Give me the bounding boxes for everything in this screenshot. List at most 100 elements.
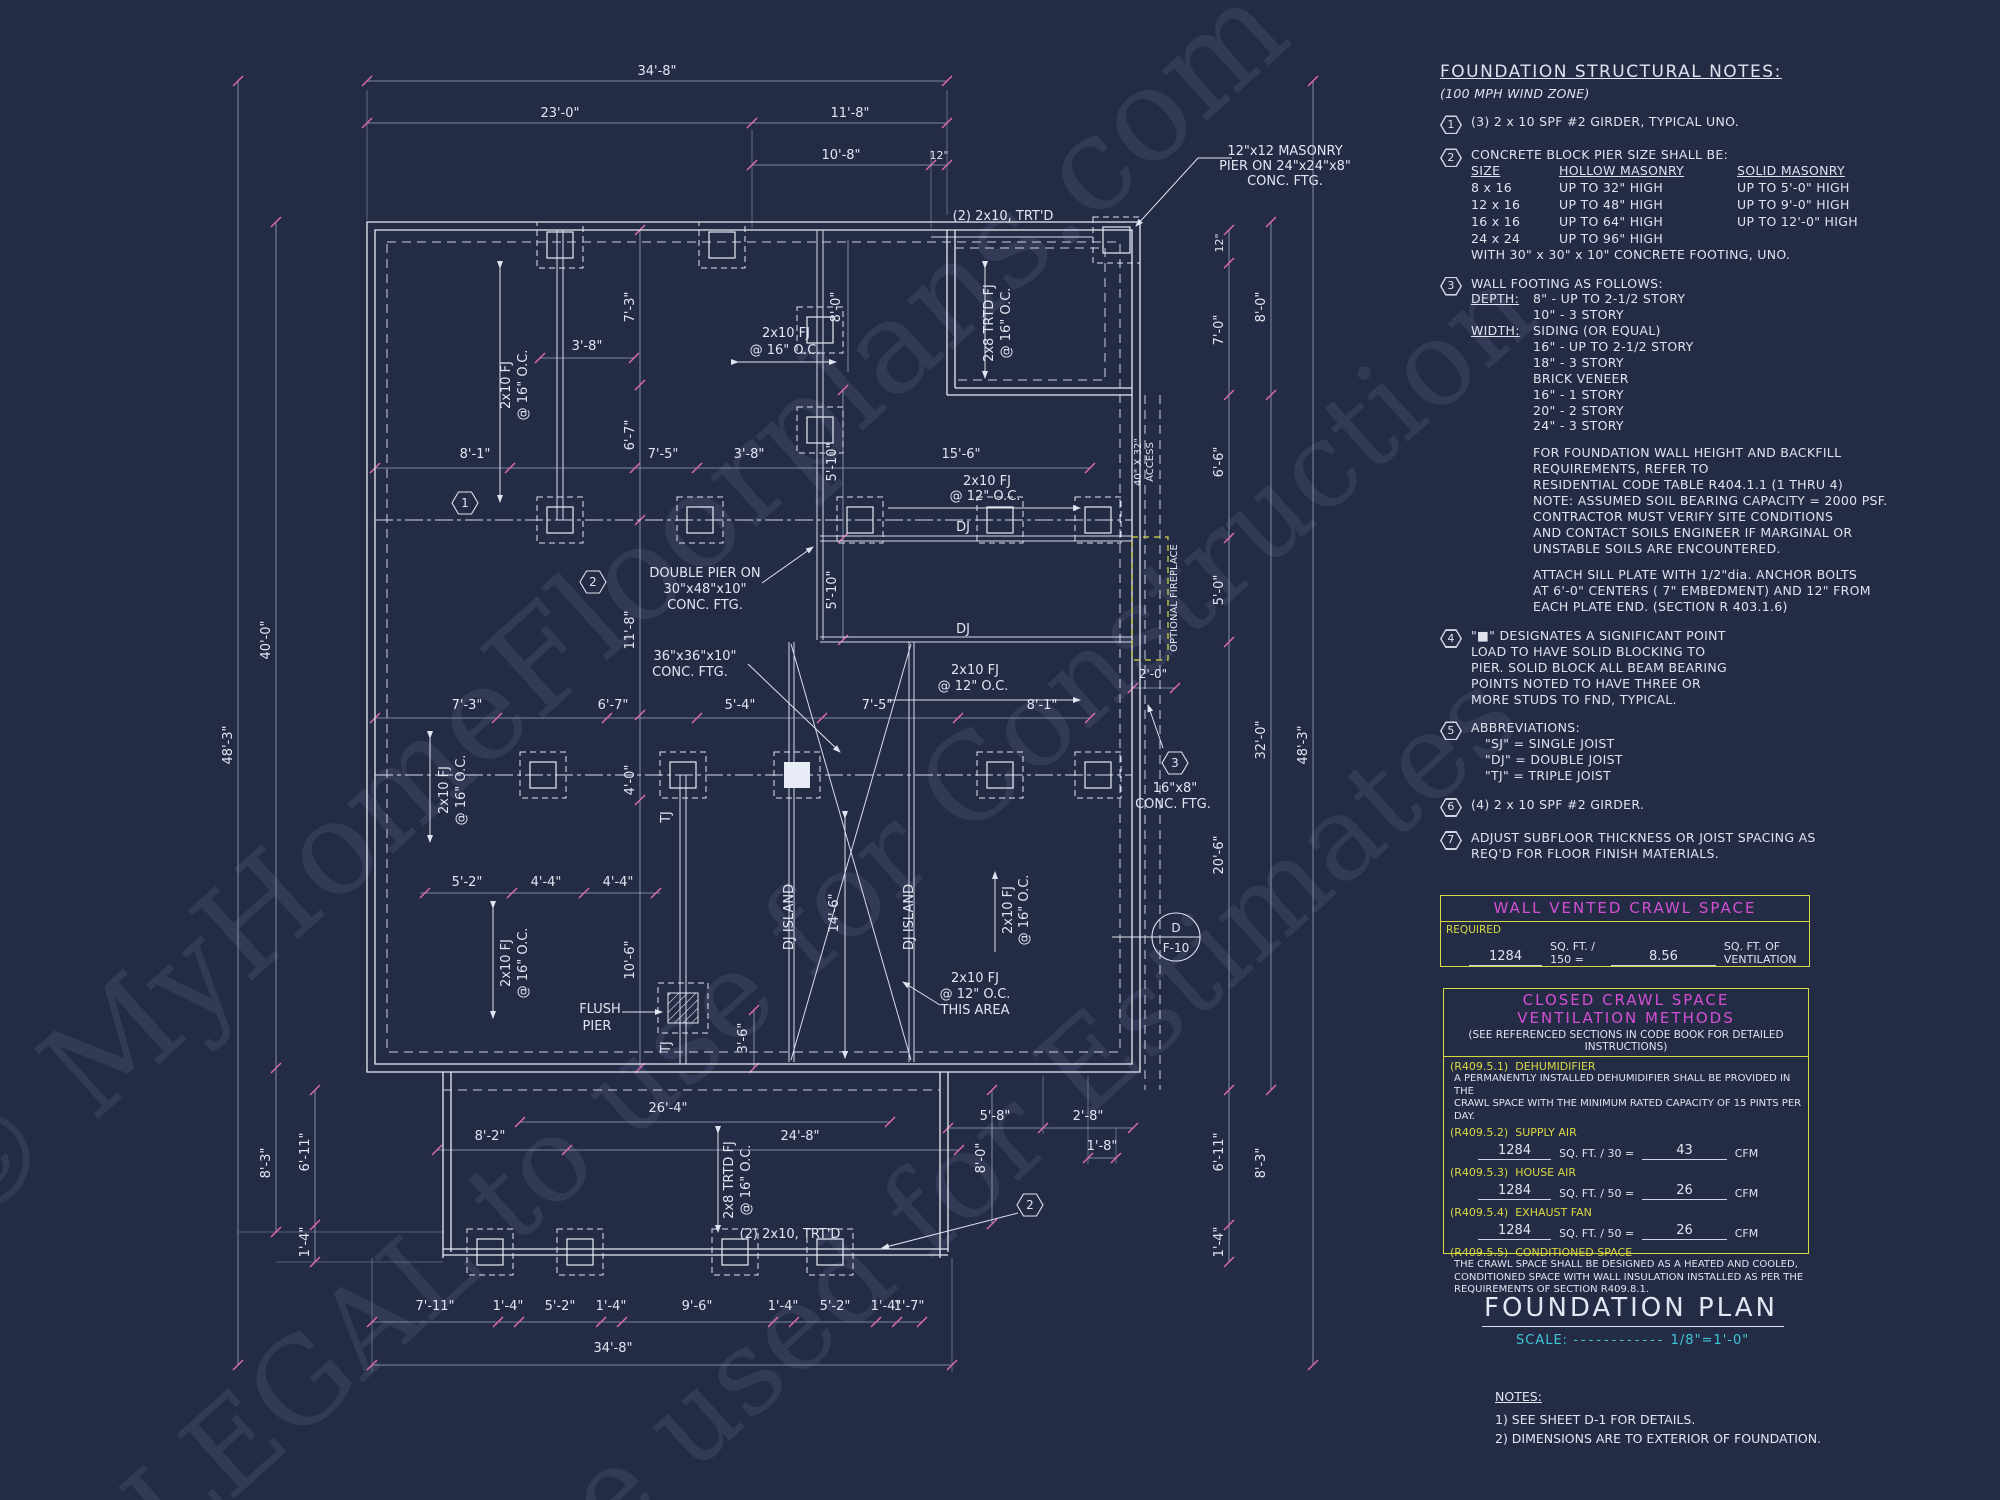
- section-exhaust-fan: (R409.5.4) EXHAUST FAN 1284 SQ. FT. / 50…: [1450, 1206, 1759, 1240]
- plan-label: 2x10 FJ: [1001, 886, 1016, 934]
- plan-label: 7'-3": [452, 698, 483, 713]
- plan-label: PIER ON 24"x24"x8": [1219, 159, 1351, 174]
- plan-label: CONC. FTG.: [667, 598, 743, 613]
- plan-label: @ 16" O.C.: [750, 343, 821, 358]
- plan-label: CONC. FTG.: [652, 665, 728, 680]
- plan-label: 2x10 FJ: [762, 326, 810, 341]
- plan-label: 8'-0": [829, 292, 844, 323]
- plan-label: 10'-8": [821, 148, 860, 163]
- hex-marker: [1161, 751, 1189, 775]
- plan-label: 9'-6": [682, 1299, 713, 1314]
- plan-label: 23'-0": [540, 106, 579, 121]
- required-label: REQUIRED: [1446, 924, 1501, 936]
- plan-label: 15'-6": [941, 447, 980, 462]
- scale-line: SCALE: ------------ 1/8"=1'-0": [1516, 1333, 1750, 1348]
- plan-label: 6'-7": [623, 420, 638, 451]
- plan-label: 1'-4": [298, 1227, 313, 1258]
- plan-label: 4'-4": [531, 875, 562, 890]
- dimension-lines: [237, 80, 1314, 1372]
- plan-label: 5'-10": [825, 570, 840, 609]
- plan-label: 7'-3": [623, 292, 638, 323]
- plan-label: DJ: [956, 520, 970, 535]
- plan-label: 2x10 FJ: [963, 474, 1011, 489]
- hex-marker: [579, 570, 607, 594]
- plan-label: 14'-6": [827, 893, 842, 932]
- note-text: (4) 2 x 10 SPF #2 GIRDER.: [1471, 796, 1645, 812]
- plan-label: 40'-0": [259, 620, 274, 659]
- plan-label: ACCESS: [1145, 442, 1156, 482]
- pier-size-table: SIZE HOLLOW MASONRY SOLID MASONRY 8 x 16…: [1471, 163, 1858, 246]
- plan-label: 5'-10": [825, 442, 840, 481]
- plan-label: @ 12" O.C.: [950, 489, 1021, 504]
- note-7: 7 ADJUST SUBFLOOR THICKNESS OR JOIST SPA…: [1440, 830, 2000, 862]
- plan-label: (2) 2x10, TRT'D: [953, 209, 1054, 224]
- foundation-walls: [366, 221, 1169, 1258]
- ventilation-formula: 1284 SQ. FT. / 150 = 8.56 SQ. FT. OF VEN…: [1469, 940, 1809, 966]
- detail-marker-top: D: [1171, 921, 1180, 935]
- plan-label: 34'-8": [637, 64, 676, 79]
- plan-label: DOUBLE PIER ON: [649, 566, 760, 581]
- plan-label: 48'-3": [1296, 725, 1311, 764]
- plan-label: 4'-4": [603, 875, 634, 890]
- plan-label: 1'-8": [1087, 1139, 1118, 1154]
- note-number-hex: 4: [1440, 629, 1462, 649]
- plan-label: 24'-8": [780, 1129, 819, 1144]
- plan-label: @ 16" O.C.: [454, 755, 469, 826]
- plan-label: 5'-0": [1212, 575, 1227, 606]
- plan-label: FLUSH: [579, 1002, 621, 1017]
- plan-label: 2x10 FJ: [951, 663, 999, 678]
- structural-notes-panel: FOUNDATION STRUCTURAL NOTES: (100 MPH WI…: [1440, 62, 2000, 875]
- plan-label: 36"x36"x10": [654, 649, 737, 664]
- plan-label: 5'-2": [452, 875, 483, 890]
- detail-marker-bottom: F-10: [1163, 941, 1190, 955]
- plan-label: 10'-6": [623, 940, 638, 979]
- note-text: ADJUST SUBFLOOR THICKNESS OR JOIST SPACI…: [1471, 829, 1816, 861]
- plan-label: TJ: [659, 811, 674, 824]
- plan-label: 48'-3": [221, 725, 236, 764]
- plan-label: 1'-4": [871, 1299, 902, 1314]
- plan-label: 6'-11": [1212, 1132, 1227, 1171]
- note-number-hex: 5: [1440, 721, 1462, 741]
- title-block: FOUNDATION PLAN SCALE: ------------ 1/8"…: [1468, 1293, 1888, 1348]
- leader-lines: [622, 157, 1232, 1250]
- note-4: 4 "■" DESIGNATES A SIGNIFICANT POINT LOA…: [1440, 628, 2000, 707]
- plan-label: 5'-2": [545, 1299, 576, 1314]
- plan-label: CONC. FTG.: [1247, 174, 1323, 189]
- note-6: 6 (4) 2 x 10 SPF #2 GIRDER.: [1440, 797, 2000, 817]
- plan-label: 8'-0": [1254, 292, 1269, 323]
- sheet-note-1: 1) SEE SHEET D-1 FOR DETAILS.: [1495, 1411, 1696, 1427]
- plan-label: @ 16" O.C.: [1017, 875, 1032, 946]
- note-5: 5 ABBREVIATIONS: "SJ" = SINGLE JOIST "DJ…: [1440, 720, 2000, 784]
- plan-label: 3'-8": [734, 447, 765, 462]
- girders-and-joists: [375, 230, 1132, 1064]
- box-title-line1: CLOSED CRAWL SPACE: [1522, 991, 1730, 1009]
- note-1: 1 (3) 2 x 10 SPF #2 GIRDER, TYPICAL UNO.: [1440, 114, 2000, 135]
- plan-label: 6'-6": [1212, 447, 1227, 478]
- plan-label: 6'-11": [298, 1132, 313, 1171]
- plan-label: 8'-3": [259, 1148, 274, 1179]
- plan-label: 1'-4": [596, 1299, 627, 1314]
- notes-title: FOUNDATION STRUCTURAL NOTES:: [1440, 62, 1782, 82]
- plan-label: DJ ISLAND: [782, 884, 797, 950]
- section-conditioned-space: (R409.5.5) CONDITIONED SPACE THE CRAWL S…: [1450, 1246, 1804, 1295]
- closed-crawl-space-box: CLOSED CRAWL SPACE VENTILATION METHODS (…: [1443, 988, 1809, 1295]
- hex-marker: [1016, 1193, 1044, 1217]
- joist-direction-arrows: [427, 261, 1081, 1233]
- plan-label: THIS AREA: [940, 1003, 1010, 1018]
- plan-label: 3'-6": [736, 1023, 751, 1054]
- plan-label: @ 12" O.C.: [940, 987, 1011, 1002]
- hex-marker-number: 3: [1171, 756, 1179, 770]
- hex-marker: [451, 491, 479, 515]
- hex-marker-number: 2: [1026, 1198, 1034, 1212]
- plan-label: 11'-8": [830, 106, 869, 121]
- note-text: WITH 30" x 30" x 10" CONCRETE FOOTING, U…: [1471, 246, 1791, 262]
- section-dehumidifier: (R409.5.1) DEHUMIDIFIER A PERMANENTLY IN…: [1450, 1060, 1802, 1122]
- plan-label: @ 16" O.C.: [516, 928, 531, 999]
- plan-label: @ 12" O.C.: [938, 679, 1009, 694]
- notes-subtitle: (100 MPH WIND ZONE): [1440, 85, 1590, 101]
- plan-label: 2'-0": [1139, 667, 1167, 681]
- plan-label: 11'-8": [623, 610, 638, 649]
- plan-label: 8'-2": [475, 1129, 506, 1144]
